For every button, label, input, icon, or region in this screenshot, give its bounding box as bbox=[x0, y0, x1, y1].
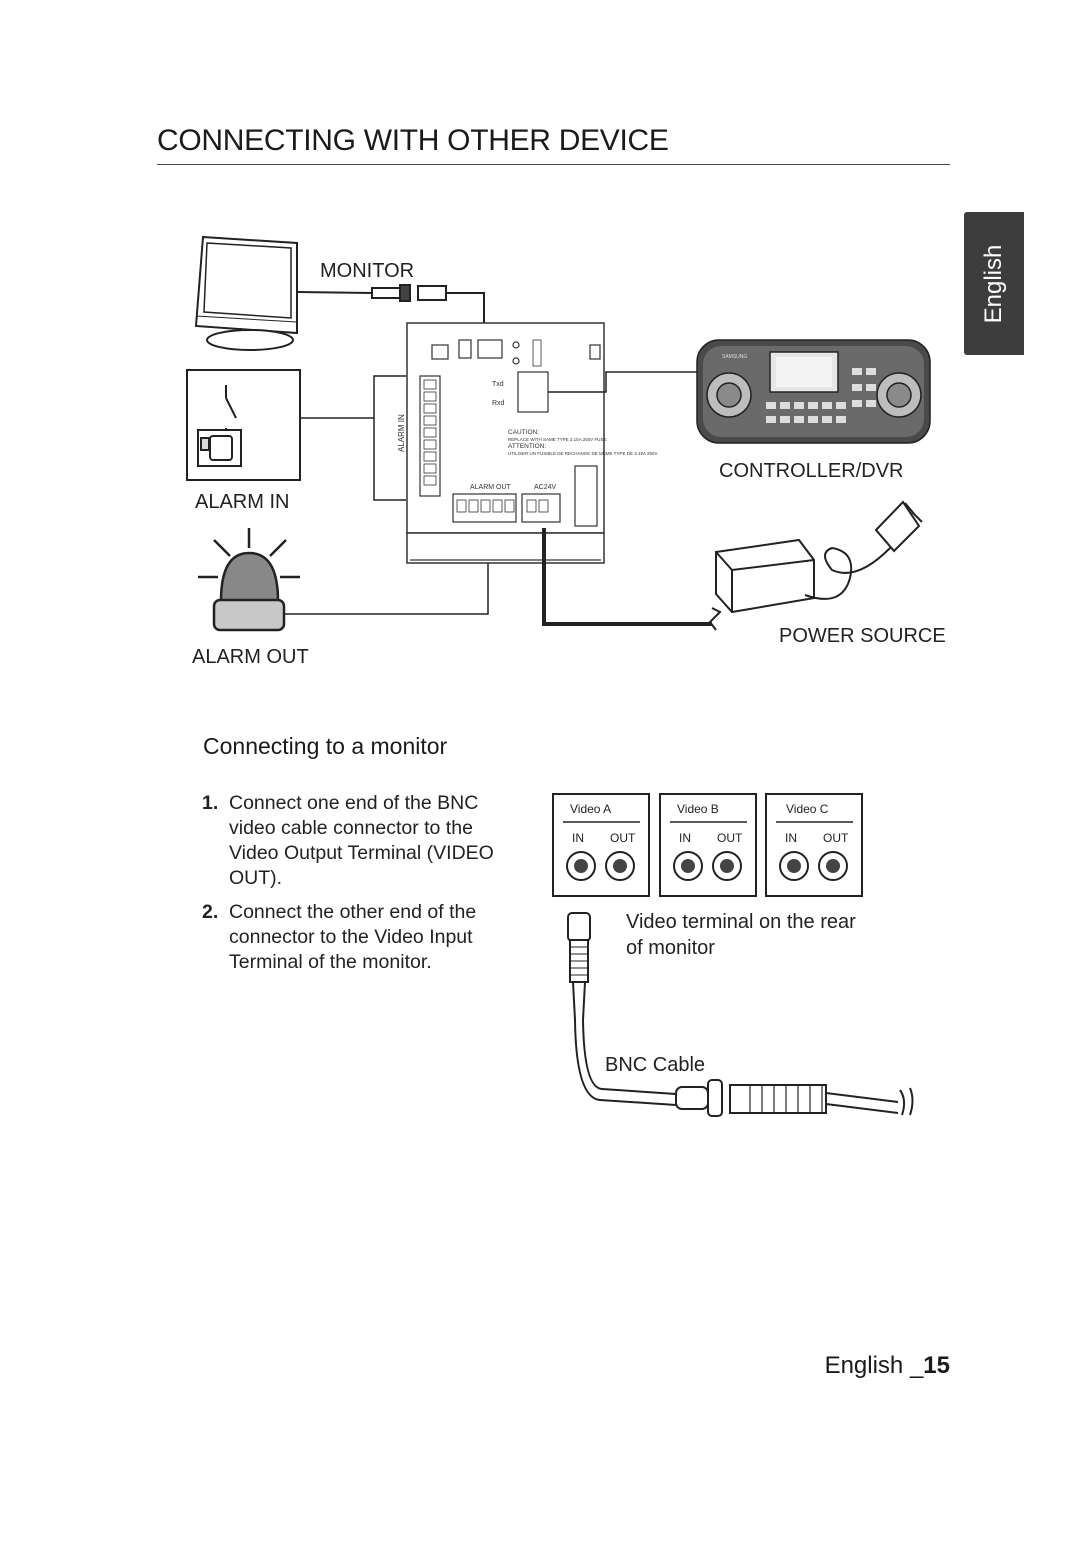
alarm-in-label: ALARM IN bbox=[195, 491, 289, 513]
controller-brand: SAMSUNG bbox=[722, 354, 747, 360]
power-adapter-illustration bbox=[708, 500, 923, 631]
step-item: 2. Connect the other end of the connecto… bbox=[202, 900, 504, 975]
bnc-jack-out-icon bbox=[712, 851, 742, 881]
panel-out-label: OUT bbox=[717, 831, 743, 845]
footer-separator: _ bbox=[903, 1352, 924, 1379]
power-wire bbox=[542, 528, 712, 626]
monitor-label: MONITOR bbox=[320, 260, 414, 282]
camera-board bbox=[406, 322, 605, 564]
controller-illustration: SAMSUNG bbox=[696, 339, 931, 444]
video-terminal-caption: Video terminal on the rear of monitor bbox=[626, 911, 856, 959]
panel-in-label: IN bbox=[572, 831, 584, 845]
panel-in-label: IN bbox=[785, 831, 797, 845]
svg-text:ALARM OUT: ALARM OUT bbox=[470, 484, 512, 491]
alarm-in-illustration bbox=[186, 369, 301, 481]
svg-text:Rxd: Rxd bbox=[492, 400, 505, 407]
panel-in-label: IN bbox=[679, 831, 691, 845]
footer-page-number: 15 bbox=[923, 1352, 950, 1379]
svg-text:ALARM IN: ALARM IN bbox=[397, 414, 406, 452]
alarm-out-illustration bbox=[198, 528, 300, 632]
controller-label: CONTROLLER/DVR bbox=[719, 460, 903, 482]
bnc-jack-out-icon bbox=[818, 851, 848, 881]
page-number: English _15 bbox=[825, 1352, 950, 1380]
video-terminal-diagram: Video A IN OUT Video B IN OUT Video C IN… bbox=[552, 793, 914, 1117]
panel-title: Video A bbox=[570, 802, 611, 816]
step-text: Connect the other end of the connector t… bbox=[229, 901, 477, 973]
footer-language: English bbox=[824, 1352, 904, 1379]
bnc-jack-in-icon bbox=[779, 851, 809, 881]
step-number: 1. bbox=[202, 792, 219, 814]
bnc-cable-label: BNC Cable bbox=[605, 1054, 706, 1076]
controller-wire bbox=[548, 371, 697, 393]
svg-text:AC24V: AC24V bbox=[534, 484, 557, 491]
step-number: 2. bbox=[202, 901, 219, 923]
subsection-title: Connecting to a monitor bbox=[203, 733, 448, 759]
panel-title: Video C bbox=[786, 802, 829, 816]
panel-out-label: OUT bbox=[610, 831, 636, 845]
bnc-jack-out-icon bbox=[605, 851, 635, 881]
connection-diagram: MONITOR ALARM IN ALARM OUT bbox=[186, 235, 946, 668]
monitor-cable bbox=[297, 284, 485, 350]
alarm-out-label: ALARM OUT bbox=[192, 646, 309, 668]
panel-out-label: OUT bbox=[823, 831, 849, 845]
board-markings: Txd Rxd ALARM IN CAUTION: REPLACE WITH S… bbox=[397, 381, 657, 491]
svg-text:CAUTION:: CAUTION: bbox=[508, 429, 539, 436]
panel-title: Video B bbox=[677, 802, 719, 816]
svg-text:UTILISER UN FUSIBLE DE RECHANG: UTILISER UN FUSIBLE DE RECHANGE DE MEME … bbox=[508, 451, 657, 456]
svg-text:REPLACE WITH SAME TYPE 3.15A 2: REPLACE WITH SAME TYPE 3.15A 250V FUSE bbox=[508, 437, 606, 442]
terminal-panel: Video C IN OUT bbox=[765, 793, 863, 897]
bnc-jack-in-icon bbox=[673, 851, 703, 881]
step-text: Connect one end of the BNC video cable c… bbox=[229, 792, 494, 889]
language-tab: English bbox=[964, 212, 1024, 355]
title-rule bbox=[157, 164, 950, 165]
monitor-illustration bbox=[194, 235, 298, 351]
terminal-panel: Video A IN OUT bbox=[552, 793, 650, 897]
power-source-label: POWER SOURCE bbox=[779, 625, 946, 647]
terminal-panel: Video B IN OUT bbox=[659, 793, 757, 897]
bnc-jack-in-icon bbox=[566, 851, 596, 881]
alarm-in-wire bbox=[300, 375, 406, 501]
section-title: CONNECTING WITH OTHER DEVICE bbox=[157, 124, 669, 157]
step-item: 1. Connect one end of the BNC video cabl… bbox=[202, 791, 504, 891]
bnc-cable-illustration bbox=[567, 912, 914, 1117]
svg-text:Txd: Txd bbox=[492, 381, 504, 388]
svg-text:ATTENTION:: ATTENTION: bbox=[508, 443, 546, 450]
